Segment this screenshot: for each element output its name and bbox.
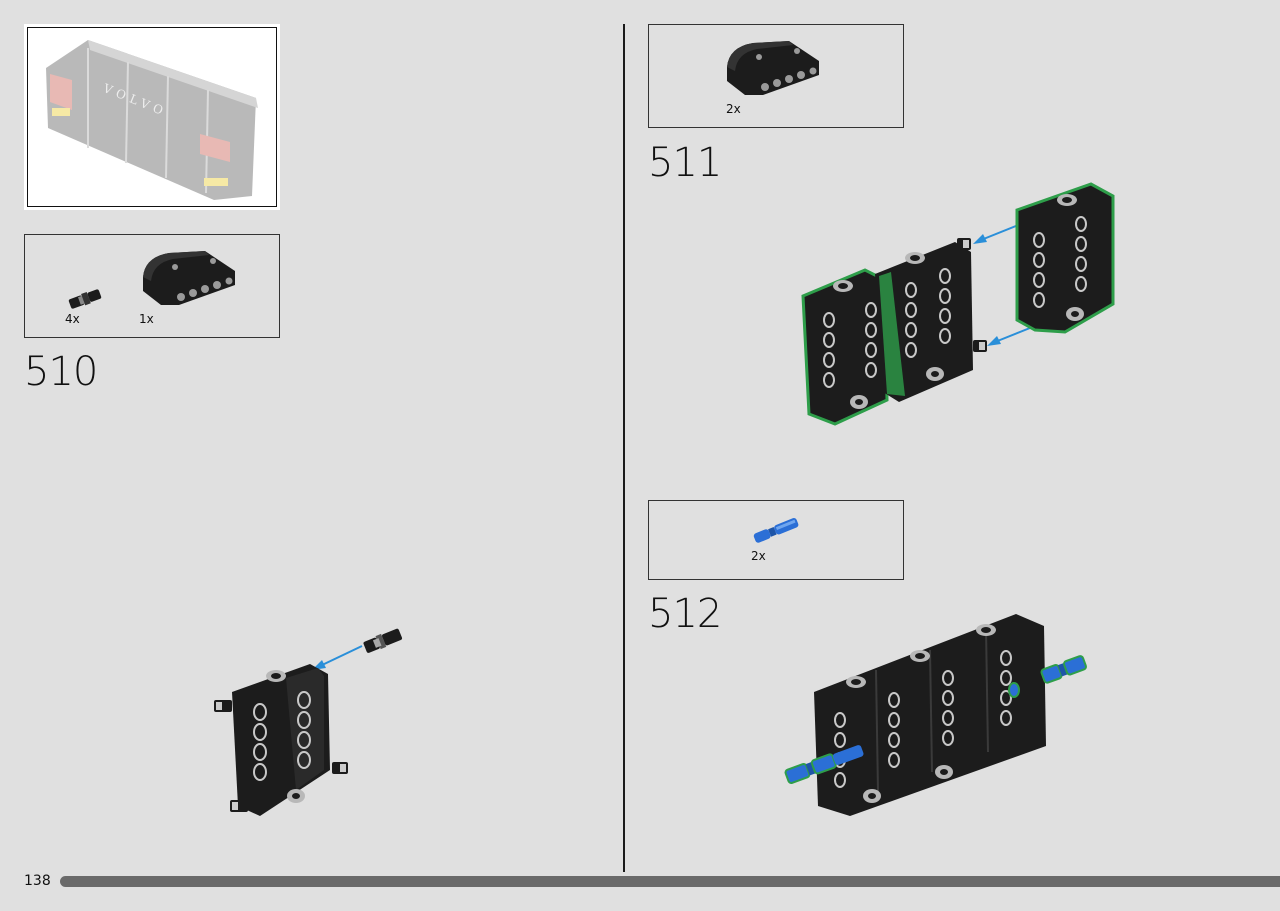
step-number: 511	[648, 140, 722, 186]
step-510-parts-list: 4x 1x	[24, 234, 280, 338]
preview-frame: VOLVO	[27, 27, 277, 207]
step-511-parts-list: 2x	[648, 24, 904, 128]
completed-model-preview: VOLVO	[24, 24, 280, 210]
connector-pin-icon	[68, 289, 102, 309]
step-number: 512	[648, 591, 722, 637]
step-510-assembly-illustration	[214, 628, 403, 816]
step-512-assembly-illustration	[784, 614, 1087, 816]
step-number: 510	[24, 349, 98, 395]
page-number: 138	[24, 873, 51, 889]
part-quantity: 2x	[751, 549, 766, 563]
blue-axle-pin-icon	[753, 518, 799, 543]
car-rear-preview-icon: VOLVO	[46, 40, 258, 200]
page-divider	[623, 24, 625, 872]
part-quantity: 4x	[65, 312, 80, 326]
step-511-assembly-illustration	[801, 182, 1115, 426]
progress-bar	[60, 876, 1280, 887]
part-quantity: 1x	[139, 312, 154, 326]
panel-beam-icon	[727, 41, 819, 95]
step-512-parts-list: 2x	[648, 500, 904, 580]
panel-beam-icon	[143, 251, 235, 305]
part-quantity: 2x	[726, 102, 741, 116]
